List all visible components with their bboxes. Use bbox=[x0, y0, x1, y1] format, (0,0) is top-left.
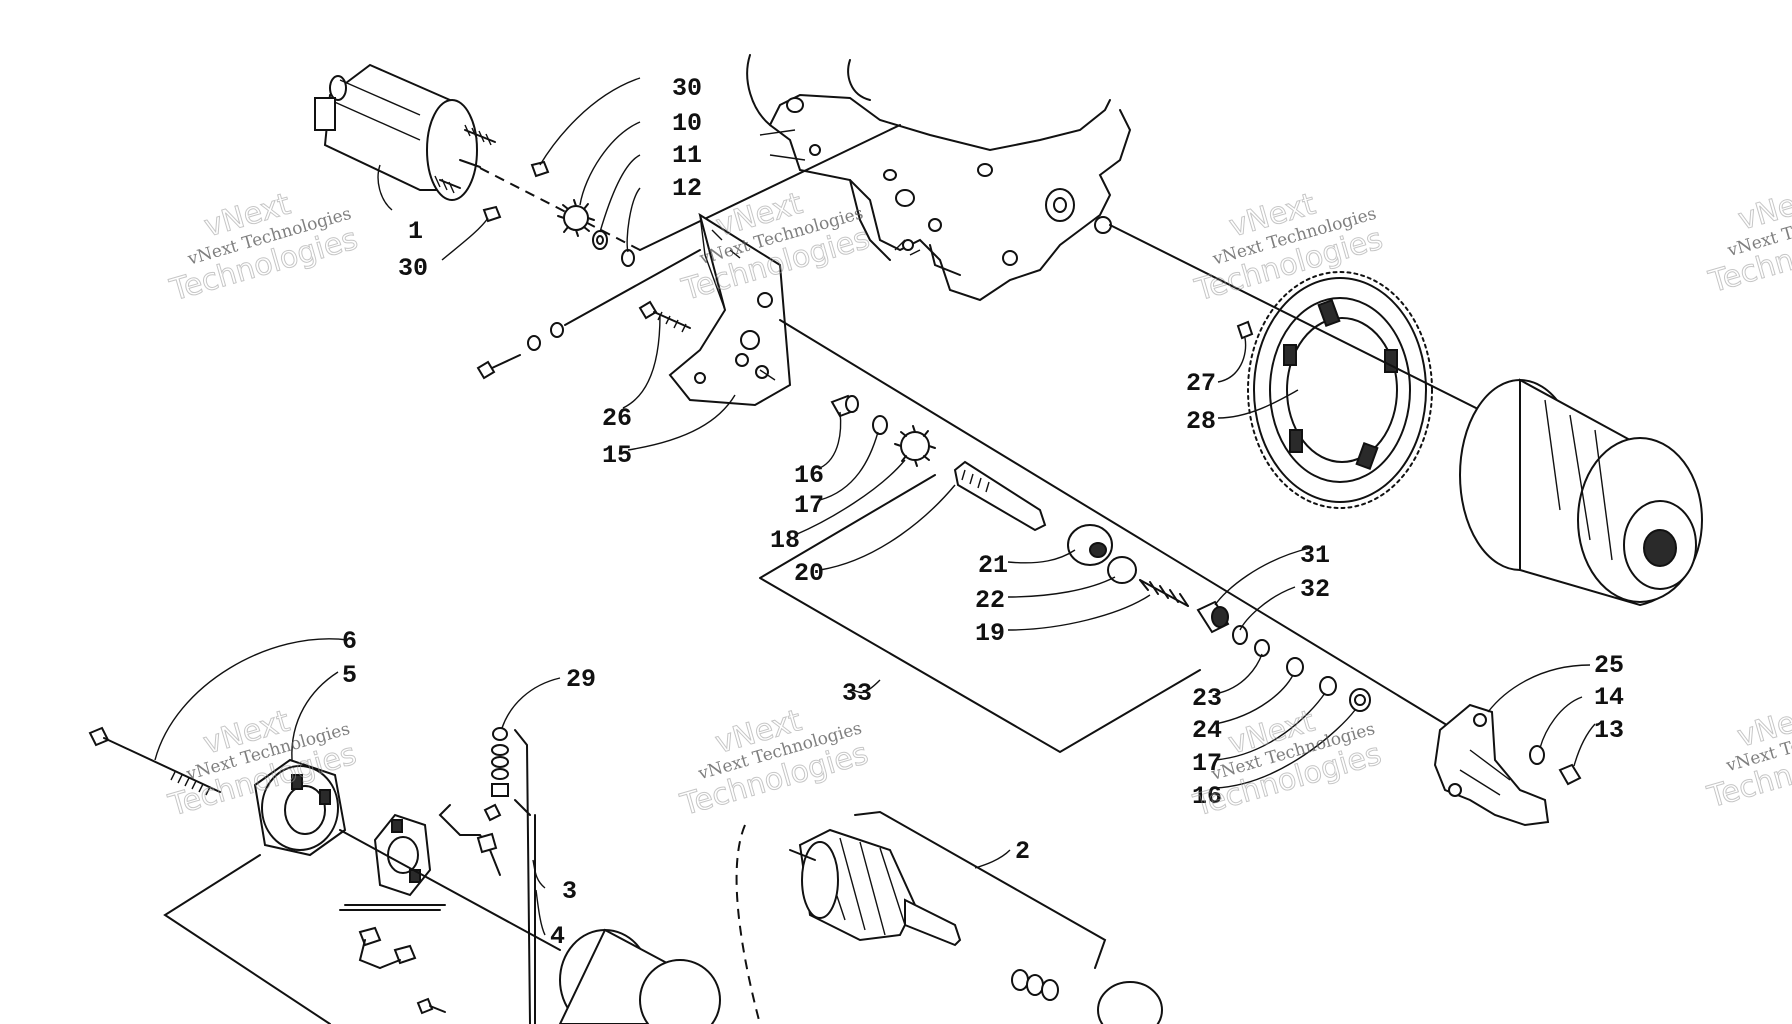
bolt-26 bbox=[638, 300, 691, 333]
callout-15: 15 bbox=[602, 441, 632, 470]
nut-13 bbox=[1558, 763, 1582, 786]
callout-1: 1 bbox=[408, 217, 423, 246]
clips-lower bbox=[1011, 969, 1059, 1001]
engine-block bbox=[746, 54, 1132, 302]
spring-19 bbox=[1139, 579, 1189, 607]
armature-dashed-arc bbox=[735, 824, 761, 1024]
bushing-31 bbox=[1196, 600, 1230, 634]
callout-20: 20 bbox=[794, 559, 824, 588]
washer-24 bbox=[1286, 657, 1304, 677]
collar-22 bbox=[1107, 556, 1137, 584]
bolt-lower-left bbox=[476, 249, 701, 380]
mounting-bracket-15 bbox=[668, 212, 792, 407]
terminal-stack-29 bbox=[491, 727, 509, 797]
armature-2 bbox=[789, 828, 962, 947]
watermark-6: vNext vNext Technologies Technologies bbox=[676, 703, 873, 824]
starter-axis bbox=[479, 167, 641, 251]
callout-17-upper: 17 bbox=[794, 491, 824, 520]
callout-31: 31 bbox=[1300, 541, 1330, 570]
bushing-16 bbox=[830, 394, 859, 418]
starter-motor bbox=[314, 63, 496, 201]
gear-18 bbox=[894, 425, 936, 467]
washer-14 bbox=[1529, 745, 1545, 765]
watermark-4: vNext vNext Technologies Technologies bbox=[1704, 179, 1792, 301]
starter-to-block-line bbox=[639, 124, 901, 251]
callout-19: 19 bbox=[975, 619, 1005, 648]
end-housing-25 bbox=[1433, 703, 1550, 827]
callout-16-lower: 16 bbox=[1192, 782, 1222, 811]
callout-23: 23 bbox=[1192, 684, 1222, 713]
callout-22: 22 bbox=[975, 586, 1005, 615]
shaft-20 bbox=[953, 460, 1047, 532]
callout-27: 27 bbox=[1186, 369, 1216, 398]
field-frame bbox=[558, 928, 721, 1024]
callout-33: 33 bbox=[842, 679, 872, 708]
callout-labels: 30 10 11 12 1 30 26 15 16 17 18 20 21 22… bbox=[342, 74, 1624, 951]
terminal-bracket bbox=[514, 729, 536, 1024]
callout-11: 11 bbox=[672, 141, 702, 170]
callout-30-lower: 30 bbox=[398, 254, 428, 283]
washer-17 bbox=[872, 415, 888, 435]
callout-30-upper: 30 bbox=[672, 74, 702, 103]
brush-lower bbox=[358, 926, 446, 1015]
armature-bracket bbox=[854, 810, 1107, 969]
washer-23 bbox=[1254, 639, 1270, 657]
callout-25: 25 bbox=[1594, 651, 1624, 680]
washer-12 bbox=[621, 249, 635, 267]
watermark-1: vNext vNext Technologies Technologies bbox=[165, 186, 362, 309]
callout-12: 12 bbox=[672, 174, 702, 203]
pinion-gear-10 bbox=[557, 199, 595, 237]
callout-6: 6 bbox=[342, 627, 357, 656]
end-cap-5 bbox=[253, 758, 347, 857]
ring-gear-28 bbox=[1247, 271, 1433, 509]
callout-17-lower: 17 bbox=[1192, 749, 1222, 778]
callout-29: 29 bbox=[566, 665, 596, 694]
callout-4: 4 bbox=[550, 922, 565, 951]
brush-lead-3 bbox=[438, 803, 502, 876]
washer-17b bbox=[1319, 676, 1337, 696]
brush-holder bbox=[373, 813, 432, 897]
callout-5: 5 bbox=[342, 661, 357, 690]
callout-13: 13 bbox=[1594, 716, 1624, 745]
nut-30-lower bbox=[482, 205, 502, 223]
callout-14: 14 bbox=[1594, 683, 1624, 712]
callout-10: 10 bbox=[672, 109, 702, 138]
end-plate-lower bbox=[1097, 981, 1163, 1024]
lower-left-axis bbox=[339, 829, 561, 951]
callout-3: 3 bbox=[562, 877, 577, 906]
group-bracket-33 bbox=[759, 474, 1201, 754]
callout-18: 18 bbox=[770, 526, 800, 555]
watermark-8: vNext vNext Technologies Technologies bbox=[1703, 696, 1792, 816]
drive-clutch bbox=[1459, 378, 1703, 607]
callout-2: 2 bbox=[1015, 837, 1030, 866]
leader-lines bbox=[154, 77, 1596, 936]
through-bolt-6 bbox=[88, 726, 221, 796]
group-bracket-lower-left bbox=[163, 854, 446, 1024]
callout-16-upper: 16 bbox=[794, 461, 824, 490]
callout-21: 21 bbox=[978, 551, 1008, 580]
bushing-16b bbox=[1349, 688, 1371, 712]
callout-26: 26 bbox=[602, 404, 632, 433]
washer-32 bbox=[1232, 625, 1248, 645]
washer-11 bbox=[592, 230, 608, 250]
callout-32: 32 bbox=[1300, 575, 1330, 604]
screw-27 bbox=[1236, 320, 1254, 340]
nut-30-upper bbox=[530, 160, 550, 178]
callout-28: 28 bbox=[1186, 407, 1216, 436]
clutch-drive-21 bbox=[1067, 524, 1113, 566]
callout-24: 24 bbox=[1192, 716, 1222, 745]
main-axis-line bbox=[779, 319, 1456, 731]
